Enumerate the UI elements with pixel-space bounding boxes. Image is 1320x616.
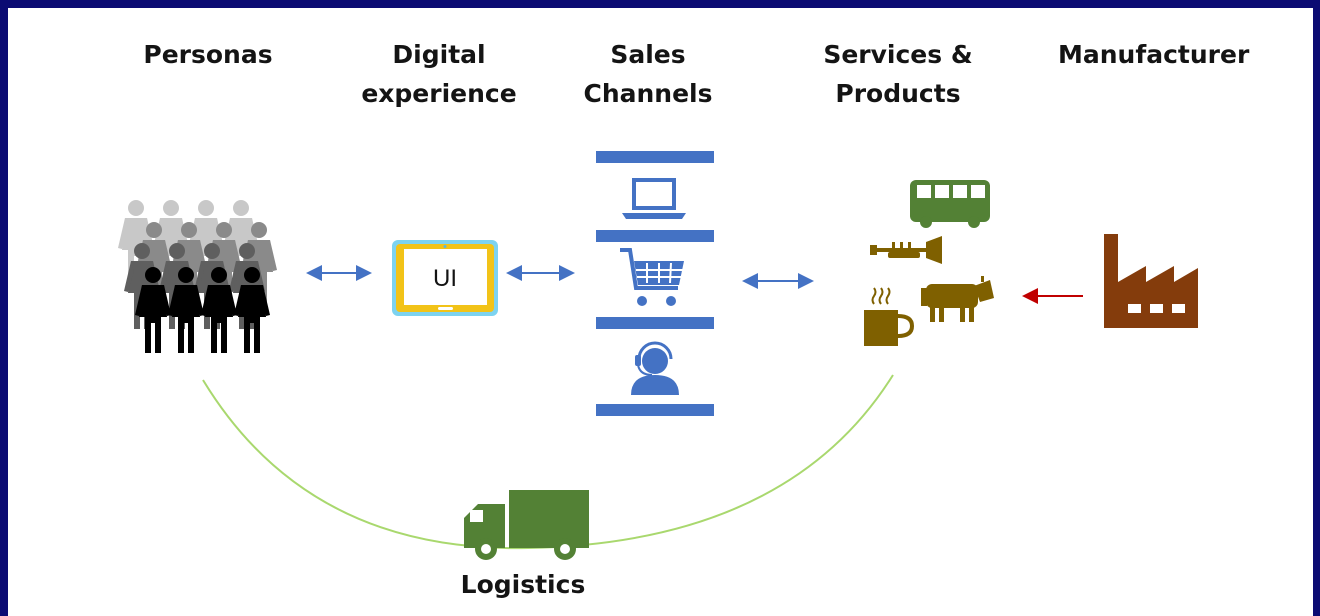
laptop-icon bbox=[622, 178, 686, 219]
heading-digital-experience: Digital experience bbox=[361, 40, 517, 108]
heading-sales-channels: Sales Channels bbox=[583, 40, 713, 108]
delivery-truck-icon bbox=[464, 490, 589, 560]
heading-manufacturer: Manufacturer bbox=[1058, 40, 1250, 69]
trumpet-icon bbox=[870, 236, 942, 264]
cow-icon bbox=[921, 276, 994, 322]
tablet-ui-label: UI bbox=[433, 265, 457, 292]
factory-icon bbox=[1104, 234, 1198, 328]
diagram-graphics: UI bbox=[118, 151, 1198, 560]
channel-shelves bbox=[596, 151, 714, 416]
coffee-mug-icon bbox=[864, 287, 915, 346]
logistics-label: Logistics bbox=[460, 570, 586, 599]
heading-services-products: Services & Products bbox=[823, 40, 973, 108]
call-center-agent-icon bbox=[631, 341, 679, 395]
tablet-icon bbox=[392, 240, 498, 316]
people-group-icon bbox=[118, 200, 277, 353]
heading-personas: Personas bbox=[143, 40, 273, 69]
shopping-cart-icon bbox=[620, 248, 684, 306]
bus-icon bbox=[910, 180, 990, 228]
diagram-canvas: Personas Digital experience Sales Channe… bbox=[8, 8, 1313, 616]
